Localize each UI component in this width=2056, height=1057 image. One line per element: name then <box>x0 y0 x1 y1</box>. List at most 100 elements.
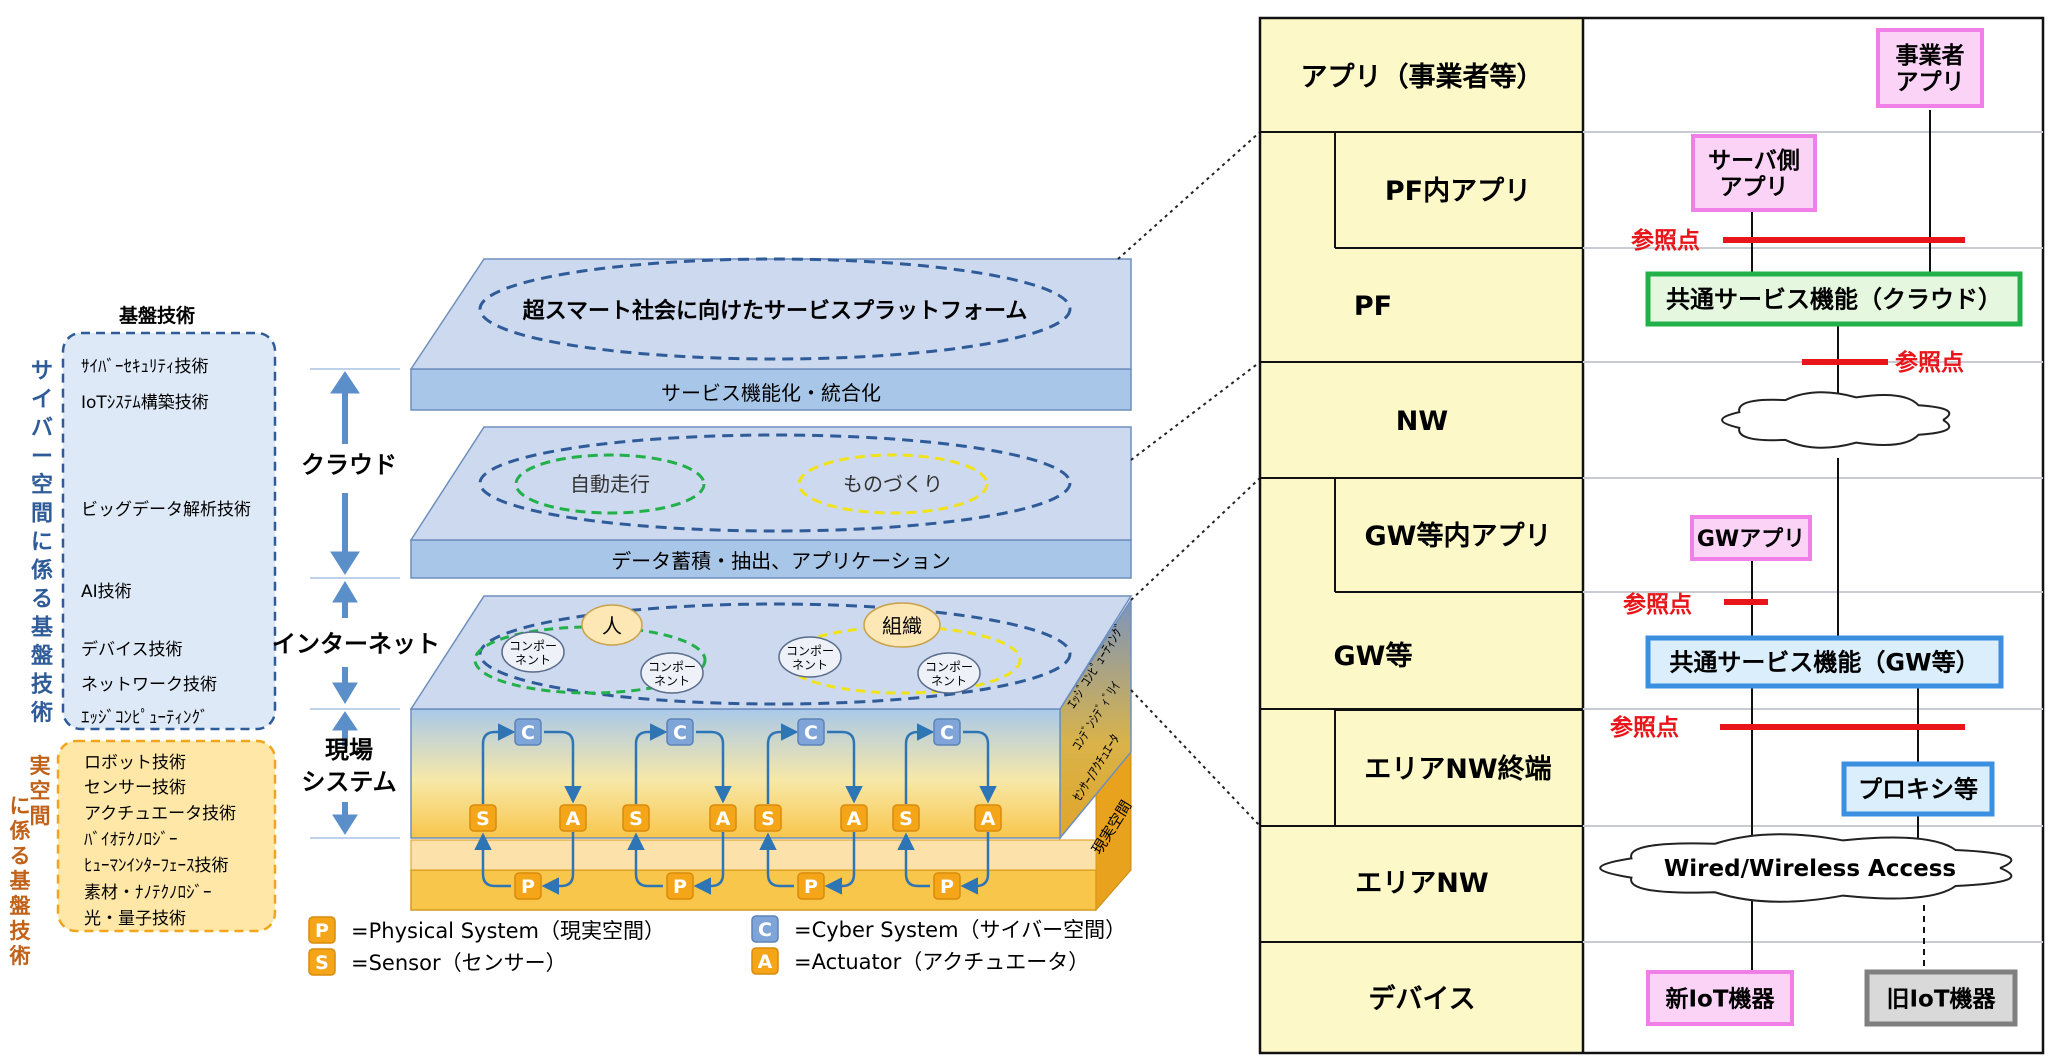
server-app-box-text: アプリ <box>1720 175 1789 201</box>
legend-p-icon <box>308 916 336 944</box>
real-tech-item: センサー技術 <box>84 778 186 798</box>
manufacturing-ellipse <box>797 453 989 515</box>
cps-arrow <box>766 723 799 804</box>
proxy-box <box>1841 761 1995 817</box>
layer1-front-label: サービス機能化・統合化 <box>661 381 881 405</box>
component-label: ネント <box>654 674 690 688</box>
tier-field-line: 現場 <box>325 736 373 764</box>
cloud-ellipse <box>478 433 1072 533</box>
badge-s-icon <box>754 804 782 832</box>
nw-cloud <box>1721 391 1951 449</box>
layer2-front-label: データ蓄積・抽出、アプリケーション <box>611 549 951 573</box>
vertical-char: 基 <box>10 869 32 893</box>
legend-text: =Cyber System（サイバー空間） <box>794 918 1126 942</box>
left-column-bg <box>1260 18 1583 1053</box>
badge-letter: P <box>804 876 818 898</box>
cps-arrow <box>960 832 990 895</box>
cyber-tech-panel <box>61 331 277 731</box>
component-node <box>640 652 704 694</box>
vertical-char: に <box>10 794 31 818</box>
vertical-char: 術 <box>30 700 53 726</box>
new-iot-box-text: 新IoT機器 <box>1665 985 1775 1012</box>
legend-icon-letter: A <box>758 951 773 973</box>
row-label: アプリ（事業者等） <box>1301 61 1544 93</box>
real-space-front <box>410 869 1097 911</box>
human-node <box>581 604 643 646</box>
wired-wireless-label: Wired/Wireless Access <box>1664 856 1956 882</box>
cyber-tech-item: ｴｯｼﾞｺﾝﾋﾟｭｰﾃｨﾝｸﾞ <box>81 708 209 728</box>
vertical-char: サ <box>31 359 53 384</box>
row-label: エリアNW <box>1355 868 1488 899</box>
cps-arrow <box>541 832 575 895</box>
layer2-top <box>409 426 1132 541</box>
badge-letter: S <box>476 808 490 830</box>
badge-letter: P <box>673 876 687 898</box>
auto-driving-ellipse <box>514 453 706 515</box>
tier-cloud-label: クラウド <box>301 451 397 479</box>
real-tech-list: ロボット技術センサー技術アクチュエータ技術ﾊﾞｲｵﾃｸﾉﾛｼﾞｰﾋｭｰﾏﾝｲﾝﾀ… <box>84 753 236 929</box>
reference-point-label: 参照点 <box>1895 349 1964 376</box>
badge-letter: S <box>629 808 643 830</box>
cyber-tech-list: ｻｲﾊﾞｰｾｷｭﾘﾃｨ技術IoTｼｽﾃﾑ構築技術ビッグデータ解析技術AI技術デバ… <box>81 357 251 728</box>
badge-p-icon <box>514 872 542 900</box>
cps-arrow <box>481 723 516 804</box>
cps-arrow <box>759 832 794 888</box>
server-app-box <box>1691 134 1817 212</box>
badge-a-icon <box>709 804 737 832</box>
row-label: NW <box>1396 406 1448 437</box>
business-app-box-text: 事業者 <box>1896 42 1965 69</box>
business-app-box <box>1876 28 1984 108</box>
cps-arrow <box>696 730 732 804</box>
vertical-char: ー <box>31 445 53 470</box>
badge-s-icon <box>469 804 497 832</box>
badge-letter: C <box>673 722 687 744</box>
gw-app-box <box>1690 515 1812 561</box>
vertical-char: 技 <box>10 919 32 943</box>
business-app-box-text: アプリ <box>1896 70 1965 96</box>
component-label: コンポー <box>786 644 834 658</box>
badge-p-icon <box>666 872 694 900</box>
row-label: GW等内アプリ <box>1365 520 1552 552</box>
component-nodes: コンポーネントコンポーネントコンポーネントコンポーネント <box>501 631 981 694</box>
cyber-tech-item: ｻｲﾊﾞｰｾｷｭﾘﾃｨ技術 <box>81 357 209 377</box>
badge-letter: A <box>847 808 862 830</box>
cyber-tech-item: ビッグデータ解析技術 <box>81 499 251 520</box>
vertical-char: 実 <box>30 754 51 778</box>
zoom-connectors <box>1117 131 1261 827</box>
component-label: ネント <box>931 674 967 688</box>
old-iot-box <box>1864 969 2018 1027</box>
vertical-char: に <box>31 530 53 555</box>
badge-letter: A <box>566 808 581 830</box>
badge-letter: C <box>804 722 818 744</box>
legend-icon-letter: S <box>315 952 329 974</box>
legend-a-icon <box>751 947 779 975</box>
vertical-char: る <box>10 844 31 868</box>
cps-arrow <box>824 832 856 895</box>
new-iot-box <box>1646 970 1794 1026</box>
field-ellipse <box>478 602 1072 706</box>
vertical-char: 係 <box>10 819 31 843</box>
component-node <box>501 631 565 673</box>
legend-icon-letter: P <box>315 920 329 942</box>
architecture-table: アプリ（事業者等）PF内アプリPFNWGW等内アプリGW等エリアNW終端エリアN… <box>1258 16 2045 1055</box>
vertical-char: イ <box>31 388 53 413</box>
component-label: コンポー <box>509 639 557 653</box>
badge-p-icon <box>797 872 825 900</box>
row-label: GW等 <box>1334 640 1413 672</box>
cyber-tech-item: デバイス技術 <box>81 639 183 660</box>
badge-letter: C <box>521 722 535 744</box>
cloud-common-box <box>1645 271 2023 327</box>
org-label: 組織 <box>882 614 922 638</box>
cps-arrow <box>474 832 511 888</box>
badge-letter: S <box>761 808 775 830</box>
legend: P=Physical System（現実空間）S=Sensor（センサー）C=C… <box>308 915 1126 976</box>
cyber-tech-item: AI技術 <box>81 582 132 602</box>
row-label: PF <box>1354 291 1392 322</box>
row-label: エリアNW終端 <box>1364 753 1551 785</box>
real-tech-item: ロボット技術 <box>84 753 186 773</box>
proxy-box-text: プロキシ等 <box>1858 776 1978 804</box>
real-tech-item: 素材・ﾅﾉﾃｸﾉﾛｼﾞｰ <box>84 883 212 903</box>
badge-c-icon <box>933 718 961 746</box>
